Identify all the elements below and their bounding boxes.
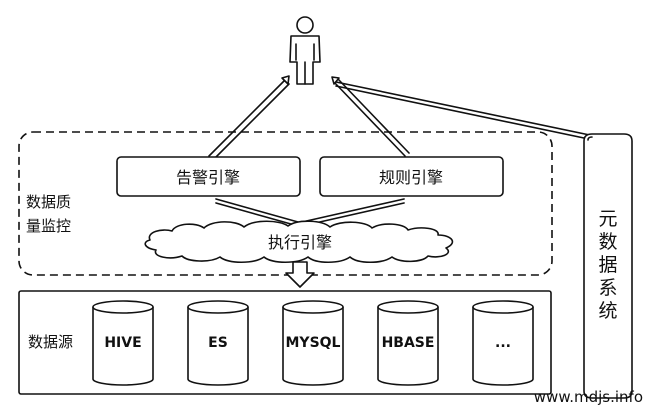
- database-cylinder: ...: [472, 300, 534, 386]
- arrow-rule-to-user: [331, 76, 410, 157]
- source-label: MYSQL: [286, 335, 341, 351]
- metadata-char-1: 元: [598, 208, 617, 230]
- exec-engine-cloud: 执行引擎: [144, 220, 454, 264]
- cylinder-body: [187, 307, 249, 386]
- quality-panel-label-line2: 量监控: [26, 217, 71, 235]
- alert-engine-box: 告警引擎: [116, 156, 301, 197]
- arrow-exec-to-alert: [215, 198, 299, 227]
- source-label: HBASE: [382, 335, 435, 351]
- exec-engine-label: 执行引擎: [268, 233, 332, 252]
- database-cylinder: ES: [187, 300, 249, 386]
- cylinder-top: [282, 300, 344, 314]
- alert-engine-label: 告警引擎: [176, 168, 240, 187]
- quality-panel-label-line1: 数据质: [26, 193, 71, 211]
- cylinder-top: [187, 300, 249, 314]
- cylinder-body: [282, 307, 344, 386]
- rule-engine-box: 规则引擎: [319, 156, 504, 197]
- rule-engine-label: 规则引擎: [379, 168, 443, 187]
- cylinder-top: [92, 300, 154, 314]
- cylinder-top: [472, 300, 534, 314]
- database-cylinder: MYSQL: [282, 300, 344, 386]
- metadata-system-box: 元 数 据 系 统: [583, 133, 633, 399]
- quality-monitor-panel: [18, 131, 553, 276]
- watermark: www.mdjs.info: [534, 388, 643, 406]
- cylinder-body: [472, 307, 534, 386]
- source-label: ...: [495, 335, 511, 351]
- metadata-char-2: 数: [598, 231, 617, 253]
- arrow-metadata-to-user: [335, 81, 611, 144]
- arrow-alert-to-user: [208, 75, 290, 161]
- metadata-char-4: 系: [598, 277, 617, 299]
- cylinder-top: [377, 300, 439, 314]
- data-source-label: 数据源: [28, 333, 73, 351]
- source-label: ES: [208, 335, 228, 351]
- source-label: HIVE: [104, 335, 141, 351]
- metadata-char-3: 据: [598, 254, 617, 276]
- database-cylinder: HBASE: [377, 300, 439, 386]
- database-cylinder: HIVE: [92, 300, 154, 386]
- down-arrow-icon: [285, 261, 315, 288]
- cylinder-body: [377, 307, 439, 386]
- cylinder-body: [92, 307, 154, 386]
- user-icon: [289, 16, 321, 85]
- metadata-char-5: 统: [598, 300, 617, 322]
